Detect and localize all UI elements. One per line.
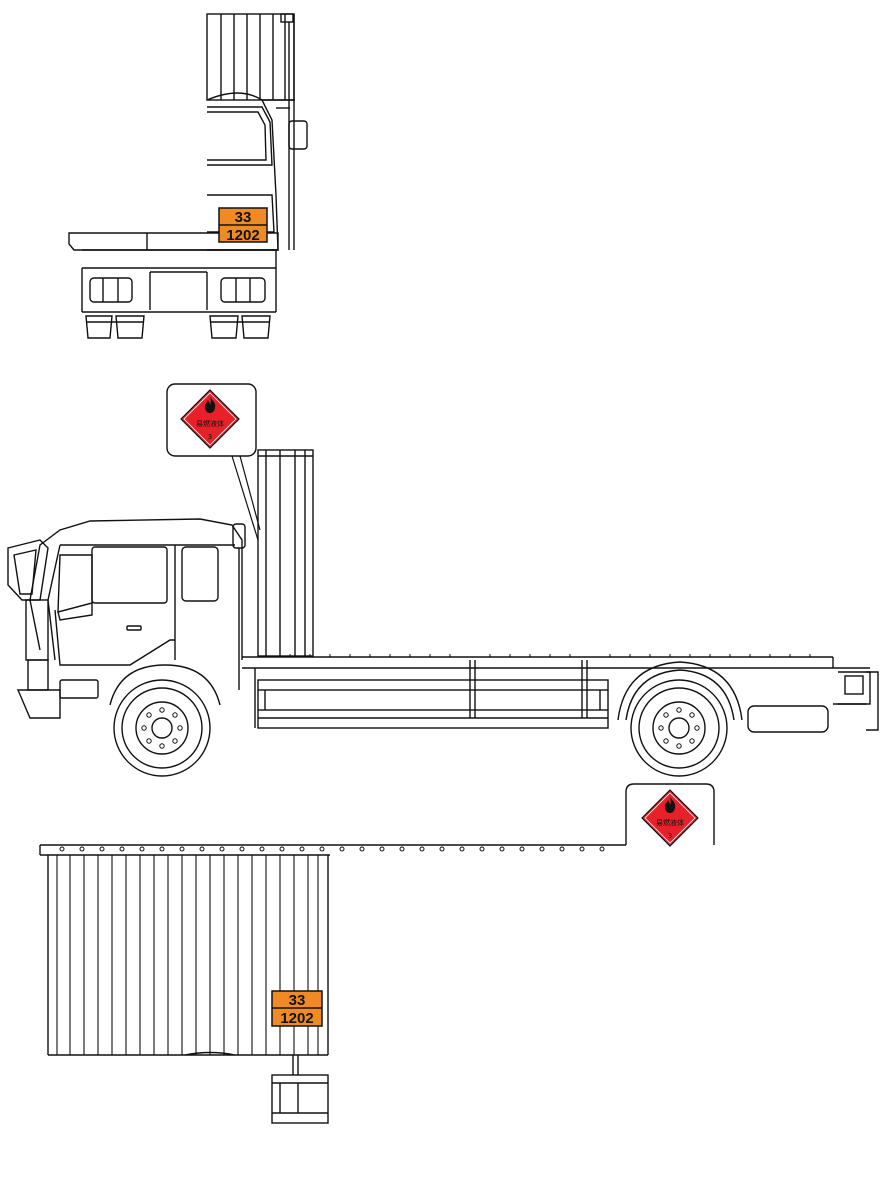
hazard-side-text: 易燃液体 [196, 419, 224, 428]
hazard-side-class: 3 [208, 433, 212, 441]
hazard-label-callout-rear: 易燃液体 3 [625, 783, 715, 847]
plate-rear-un-number: 1202 [280, 1010, 313, 1027]
orange-plate-rear: 33 1202 [271, 990, 323, 1027]
hazard-diamond-rear: 易燃液体 3 [641, 789, 699, 847]
rear-rail-rivets [59, 846, 605, 852]
wheel-bolts [141, 707, 700, 749]
orange-plate-front: 33 1202 [218, 207, 268, 244]
rear-view [39, 844, 626, 1124]
front-view [68, 13, 308, 339]
plate-front-hazard-id: 33 [235, 209, 252, 226]
side-view [7, 449, 879, 777]
hazard-rear-text: 易燃液体 [656, 818, 684, 827]
hazard-diamond-side: 易燃液体 3 [180, 389, 240, 449]
side-rail-ticks [289, 654, 811, 657]
rear-wall-ribs [56, 855, 319, 1055]
plate-front-un-number: 1202 [226, 227, 259, 244]
hazard-label-callout-side: 易燃液体 3 [166, 383, 261, 541]
hazard-rear-class: 3 [668, 832, 672, 840]
plate-rear-hazard-id: 33 [289, 992, 306, 1009]
